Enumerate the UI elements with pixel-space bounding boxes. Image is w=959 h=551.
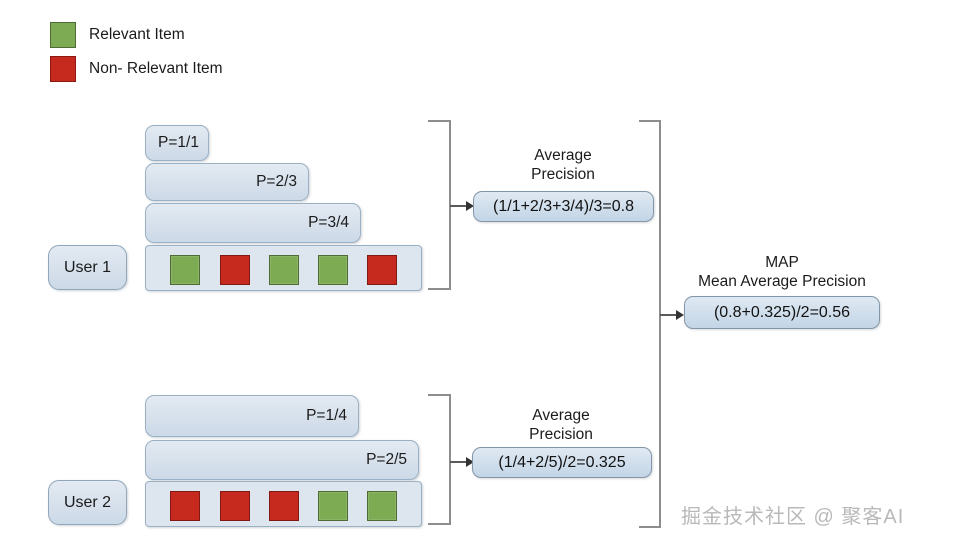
legend-item-relevant: Relevant Item bbox=[50, 22, 223, 48]
user-2-label-pill: User 2 bbox=[48, 480, 127, 525]
user-2-precision-label-2: P=2/5 bbox=[366, 451, 407, 468]
user-2-item-3-non-relevant bbox=[269, 491, 299, 521]
map-result-box: (0.8+0.325)/2=0.56 bbox=[684, 296, 880, 329]
legend-label-non-relevant: Non- Relevant Item bbox=[89, 60, 223, 77]
user-2-precision-bar-2: P=2/5 bbox=[145, 440, 419, 480]
user-1-items-row bbox=[145, 245, 422, 291]
map-caption: MAP Mean Average Precision bbox=[686, 253, 878, 291]
user-2-bracket-spine bbox=[449, 394, 451, 525]
user-1-item-1-relevant bbox=[170, 255, 200, 285]
user-2-label-text: User 2 bbox=[63, 493, 112, 511]
legend-item-non-relevant: Non- Relevant Item bbox=[50, 56, 223, 82]
user-2-item-1-non-relevant bbox=[170, 491, 200, 521]
user-1-arrow-head bbox=[466, 201, 474, 211]
legend-label-relevant: Relevant Item bbox=[89, 26, 185, 43]
map-bracket-top-arm bbox=[639, 120, 661, 122]
user-2-item-5-relevant bbox=[367, 491, 397, 521]
user-2-arrow-head bbox=[466, 457, 474, 467]
map-caption-line2: Mean Average Precision bbox=[698, 273, 866, 290]
green-square-icon bbox=[50, 22, 76, 48]
user-2-ap-caption: Average Precision bbox=[476, 406, 646, 444]
user-1-ap-formula: (1/1+2/3+3/4)/3=0.8 bbox=[493, 197, 634, 215]
user-2-item-2-non-relevant bbox=[220, 491, 250, 521]
user-1-ap-result-box: (1/1+2/3+3/4)/3=0.8 bbox=[473, 191, 654, 222]
map-arrow-head bbox=[676, 310, 684, 320]
user-2-item-4-relevant bbox=[318, 491, 348, 521]
user-2-ap-result-box: (1/4+2/5)/2=0.325 bbox=[472, 447, 652, 478]
map-formula: (0.8+0.325)/2=0.56 bbox=[713, 303, 851, 321]
user-1-precision-label-3: P=3/4 bbox=[308, 214, 349, 231]
user-2-bracket-top-arm bbox=[428, 394, 451, 396]
user-2-precision-bar-1: P=1/4 bbox=[145, 395, 359, 437]
map-arrow-line bbox=[660, 314, 682, 316]
user-2-ap-caption-line1: Average bbox=[532, 407, 590, 424]
user-1-item-3-relevant bbox=[269, 255, 299, 285]
user-1-precision-label-2: P=2/3 bbox=[256, 173, 297, 190]
red-square-icon bbox=[50, 56, 76, 82]
map-bracket-spine bbox=[659, 120, 661, 528]
user-1-item-5-non-relevant bbox=[367, 255, 397, 285]
user-1-arrow-line bbox=[450, 205, 472, 207]
user-1-label-pill: User 1 bbox=[48, 245, 127, 290]
user-1-precision-bar-3: P=3/4 bbox=[145, 203, 361, 243]
watermark: 掘金技术社区 @ 聚客AI bbox=[681, 500, 904, 529]
user-1-precision-label-1: P=1/1 bbox=[158, 134, 199, 151]
map-bracket-bottom-arm bbox=[639, 526, 661, 528]
user-1-precision-bar-2: P=2/3 bbox=[145, 163, 309, 201]
user-1-ap-caption-line1: Average bbox=[534, 147, 592, 164]
user-1-precision-bar-1: P=1/1 bbox=[145, 125, 209, 161]
user-1-bracket-top-arm bbox=[428, 120, 451, 122]
user-2-items-row bbox=[145, 481, 422, 527]
user-1-ap-caption: Average Precision bbox=[478, 146, 648, 184]
watermark-text: 掘金技术社区 @ 聚客AI bbox=[681, 506, 905, 528]
user-1-label-text: User 1 bbox=[63, 258, 112, 276]
user-1-ap-caption-line2: Precision bbox=[531, 166, 595, 183]
legend: Relevant Item Non- Relevant Item bbox=[50, 22, 223, 82]
map-caption-line1: MAP bbox=[765, 254, 799, 271]
user-2-ap-caption-line2: Precision bbox=[529, 426, 593, 443]
user-2-bracket-bottom-arm bbox=[428, 523, 451, 525]
user-2-arrow-line bbox=[450, 461, 472, 463]
user-2-precision-label-1: P=1/4 bbox=[306, 407, 347, 424]
user-1-item-4-relevant bbox=[318, 255, 348, 285]
user-1-bracket-bottom-arm bbox=[428, 288, 451, 290]
user-1-item-2-non-relevant bbox=[220, 255, 250, 285]
user-2-ap-formula: (1/4+2/5)/2=0.325 bbox=[498, 453, 626, 471]
